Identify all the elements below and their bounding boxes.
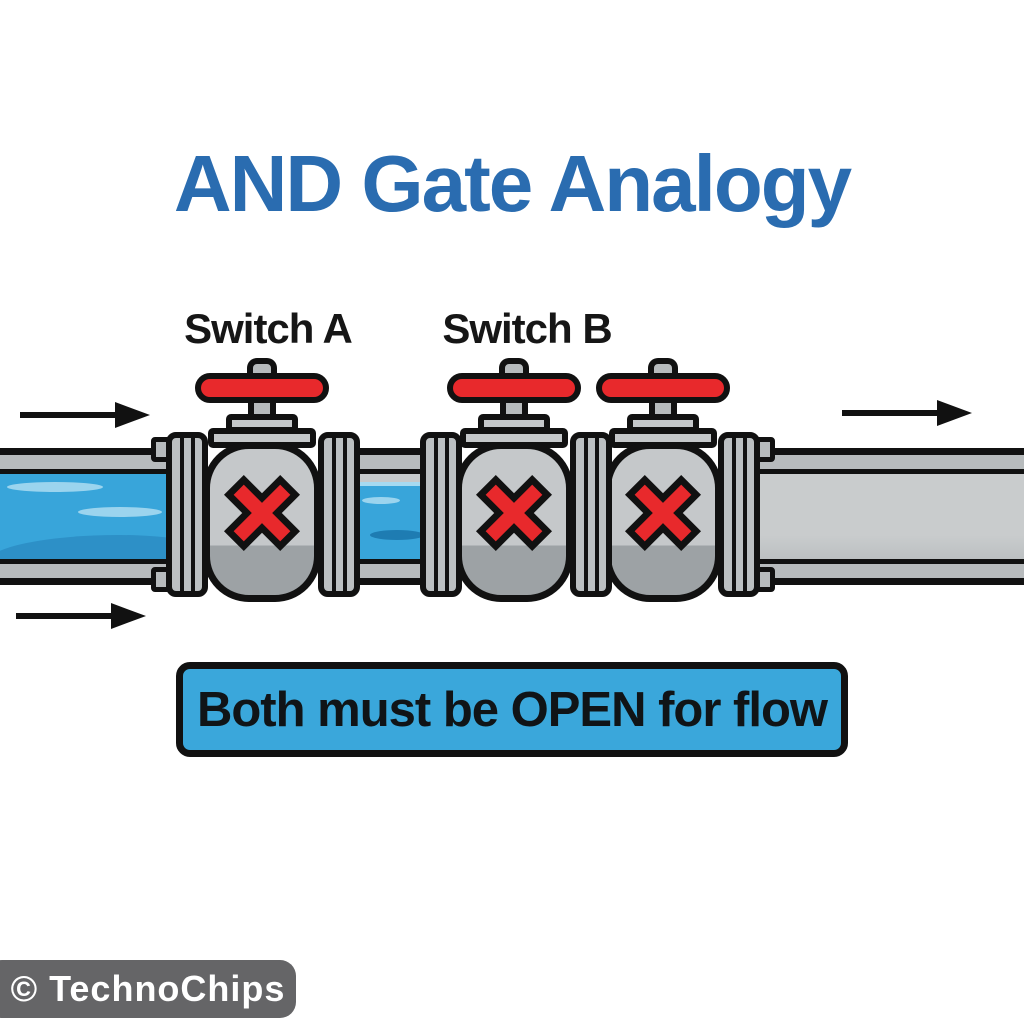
water-highlight [78, 507, 162, 517]
x-mark-icon [624, 474, 702, 552]
flange-stripe [743, 438, 747, 591]
flange-stripe [584, 438, 588, 591]
pipe-right-segment [752, 448, 1024, 585]
pipe-wall [0, 559, 186, 578]
x-mark-icon [475, 474, 553, 552]
caption-banner: Both must be OPEN for flow [176, 662, 848, 757]
valve-extra [573, 356, 753, 608]
watermark-text: © TechnoChips [10, 968, 286, 1009]
pipe-flange [318, 432, 360, 597]
flange-stripe [191, 438, 195, 591]
flange-stripe [332, 438, 336, 591]
valve-handle-icon [195, 373, 329, 403]
flange-stripe [180, 438, 184, 591]
x-mark-icon [223, 474, 301, 552]
pipe-wall [344, 559, 436, 578]
watermark-badge: © TechnoChips [0, 960, 296, 1018]
pipe-wall [344, 455, 436, 474]
pipe-wall [752, 559, 1024, 578]
inflow-arrow-top-icon [20, 402, 150, 428]
flange-stripe [343, 438, 347, 591]
pipe-empty-right [752, 474, 1024, 559]
switch-b-label: Switch B [442, 305, 612, 352]
page-title: AND Gate Analogy [173, 139, 852, 228]
water-wave [0, 535, 186, 559]
valve-handle-icon [447, 373, 581, 403]
pipe-water-left [0, 474, 186, 559]
valve-switch-b [424, 356, 604, 608]
pipe-wall [0, 455, 186, 474]
water-highlight [7, 482, 103, 492]
water-highlight [362, 497, 400, 504]
switch-a-label: Switch A [184, 305, 353, 352]
valve-handle-icon [596, 373, 730, 403]
inflow-arrow-bottom-icon [16, 603, 146, 629]
pipe-wall [752, 455, 1024, 474]
flange-stripe [595, 438, 599, 591]
pipe-left-segment [0, 448, 186, 585]
flange-stripe [434, 438, 438, 591]
caption-banner-text: Both must be OPEN for flow [196, 682, 828, 737]
pipe-flange [718, 432, 760, 597]
flange-stripe [445, 438, 449, 591]
outflow-arrow-top-icon [842, 400, 972, 426]
water-shadow [370, 530, 424, 540]
pipe-flange [166, 432, 208, 597]
pipe-flange [570, 432, 612, 597]
flange-stripe [732, 438, 736, 591]
pipe-flange [420, 432, 462, 597]
